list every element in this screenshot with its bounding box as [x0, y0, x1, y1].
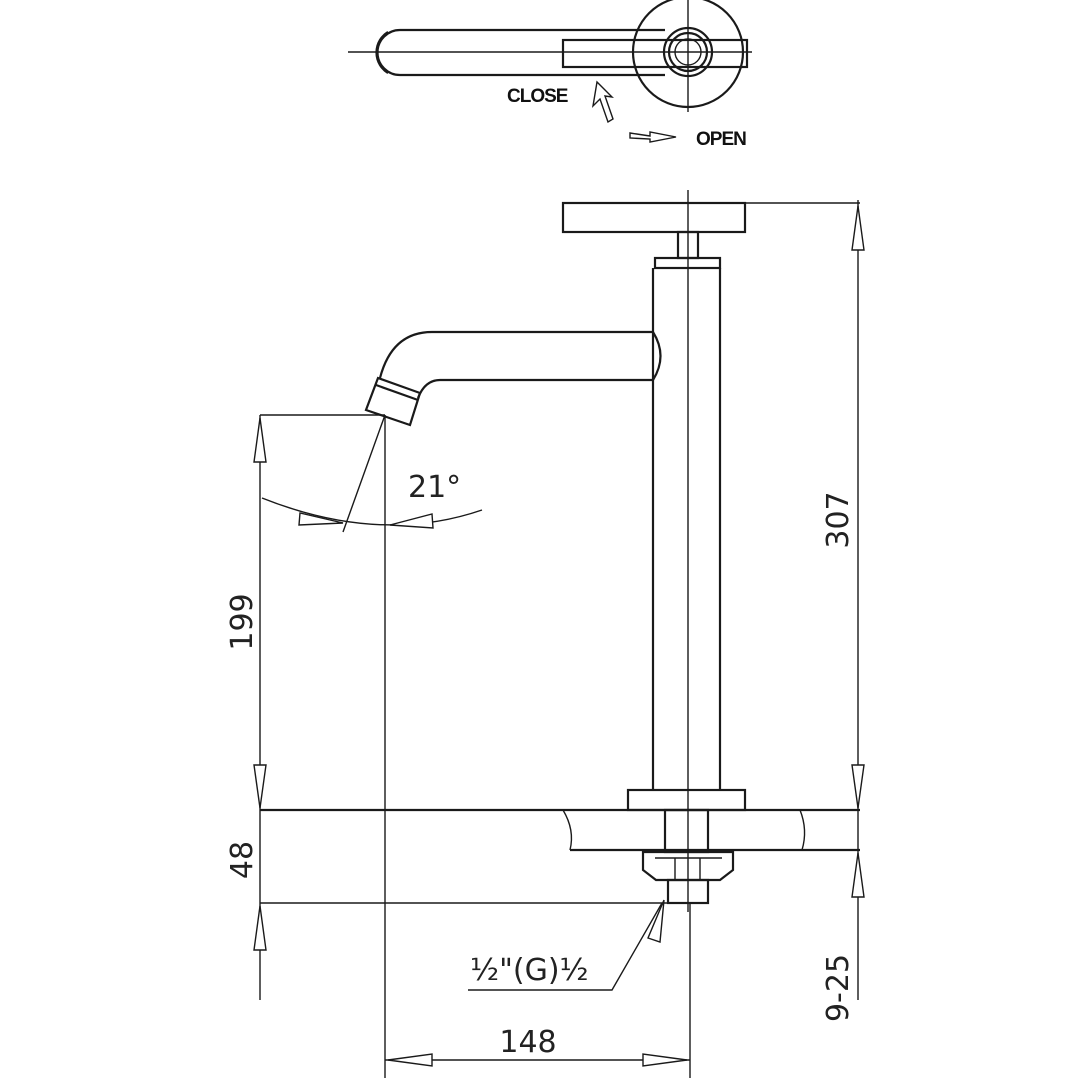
open-arrow-icon: [629, 131, 677, 143]
side-view-faucet: [260, 190, 860, 912]
dim-spout-height: 199: [225, 593, 260, 650]
close-label: CLOSE: [507, 86, 568, 107]
top-view-handle: [348, 0, 752, 143]
dim-spout-angle: 21°: [408, 470, 461, 505]
open-label: OPEN: [696, 129, 746, 150]
dim-spout-reach: 148: [499, 1025, 556, 1060]
close-arrow-icon: [591, 80, 614, 124]
dimension-lines: [253, 200, 865, 1078]
dim-total-height: 307: [821, 491, 856, 548]
dim-connection-thread: ½"(G)½: [470, 953, 589, 988]
dim-countertop-thickness: 9-25: [821, 954, 856, 1022]
dim-base-to-connection: 48: [225, 841, 260, 879]
